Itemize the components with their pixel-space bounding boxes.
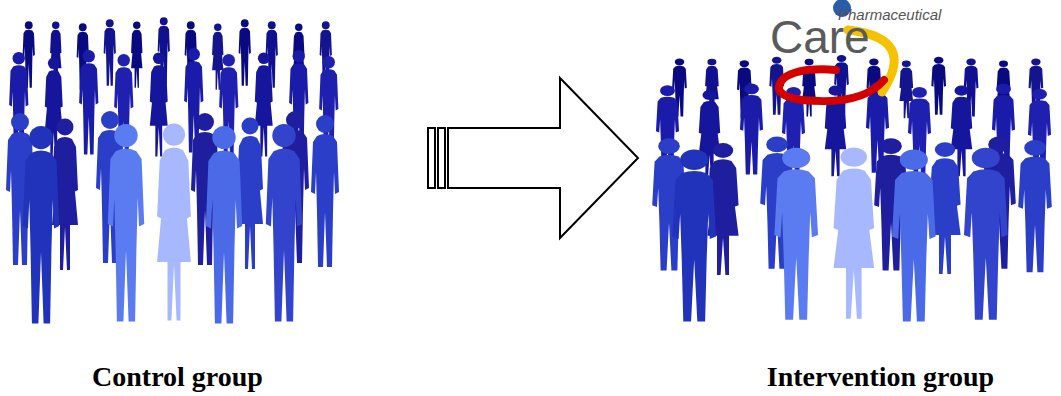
crowd-group bbox=[6, 17, 339, 323]
logo-swoosh bbox=[779, 69, 884, 101]
group-caption: Intervention group bbox=[767, 360, 994, 394]
crowd-group-node: Control group bbox=[10, 20, 345, 394]
crowd-group bbox=[652, 55, 1052, 321]
logo-text: Care bbox=[770, 14, 870, 60]
block-arrow bbox=[428, 78, 638, 238]
group-caption: Control group bbox=[92, 360, 263, 394]
